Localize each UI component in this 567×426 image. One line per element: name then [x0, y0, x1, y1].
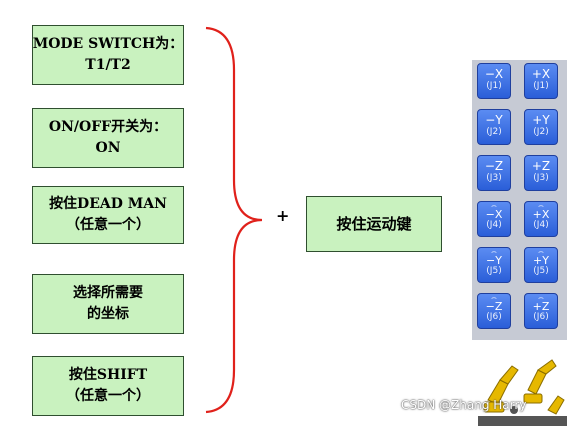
jog-key-axis: +Y — [533, 254, 549, 267]
step-line: 选择所需要 — [73, 285, 143, 301]
jog-key-axis: +Z — [531, 159, 551, 173]
step-box-on-off-switch: ON/OFF开关为： ON — [32, 108, 184, 168]
jog-key-axis: +X — [531, 67, 551, 81]
step-box-select-coordinate: 选择所需要 的坐标 — [32, 274, 184, 334]
jog-key-axis: +Y — [532, 113, 550, 127]
step-line: 按住SHIFT — [68, 367, 148, 383]
jog-key-joint: (J3) — [533, 173, 549, 183]
jog-key[interactable]: −Y(J2) — [477, 109, 511, 145]
jog-key[interactable]: ⌢+Z(J6) — [524, 293, 558, 329]
jog-key-axis: +Z — [532, 300, 550, 313]
jog-key[interactable]: +Y(J2) — [524, 109, 558, 145]
jog-key[interactable]: −Z(J3) — [477, 155, 511, 191]
action-label: 按住运动键 — [336, 214, 412, 233]
step-line: 按住DEAD MAN — [49, 196, 167, 212]
step-line: 的坐标 — [87, 306, 129, 322]
rotation-arc-icon: ⌢ — [491, 293, 497, 303]
jog-key[interactable]: ⌢−Z(J6) — [477, 293, 511, 329]
rotation-arc-icon: ⌢ — [538, 293, 544, 303]
step-box-shift: 按住SHIFT （任意一个） — [32, 356, 184, 416]
watermark-text: CSDN @Zhang Harry — [401, 398, 527, 412]
jog-key-axis: −X — [485, 208, 503, 221]
rotation-arc-icon: ⌢ — [538, 247, 544, 257]
step-line: （任意一个） — [66, 388, 150, 404]
jog-key-axis: −X — [484, 67, 504, 81]
jog-key[interactable]: ⌢−Y(J5) — [477, 247, 511, 283]
plus-sign: + — [276, 206, 290, 225]
jog-key-joint: (J6) — [533, 312, 549, 322]
jog-key[interactable]: −X(J1) — [477, 63, 511, 99]
jog-key[interactable]: ⌢+Y(J5) — [524, 247, 558, 283]
step-line: MODE SWITCH为： — [32, 36, 184, 52]
jog-key-axis: −Z — [485, 300, 503, 313]
rotation-arc-icon: ⌢ — [491, 247, 497, 257]
jog-key-axis: +X — [532, 208, 550, 221]
jog-key-axis: −Y — [485, 113, 503, 127]
jog-key-joint: (J6) — [486, 312, 502, 322]
jog-key-joint: (J4) — [533, 220, 549, 230]
robot-arms-illustration — [478, 359, 567, 426]
step-box-dead-man: 按住DEAD MAN （任意一个） — [32, 186, 184, 244]
jog-key-joint: (J3) — [486, 173, 502, 183]
rotation-arc-icon: ⌢ — [538, 201, 544, 211]
jog-key-joint: (J5) — [533, 266, 549, 276]
jog-key-joint: (J4) — [486, 220, 502, 230]
step-line: （任意一个） — [66, 217, 150, 233]
jog-key[interactable]: ⌢+X(J4) — [524, 201, 558, 237]
jog-key-axis: −Z — [484, 159, 504, 173]
jog-key[interactable]: +X(J1) — [524, 63, 558, 99]
jog-keypad: −X(J1)+X(J1)−Y(J2)+Y(J2)−Z(J3)+Z(J3)⌢−X(… — [472, 60, 567, 340]
jog-key-joint: (J1) — [486, 81, 502, 91]
step-line: ON — [95, 140, 121, 156]
jog-key-joint: (J1) — [533, 81, 549, 91]
red-curly-brace — [205, 26, 263, 414]
jog-key[interactable]: +Z(J3) — [524, 155, 558, 191]
jog-key-joint: (J5) — [486, 266, 502, 276]
action-box-jog-keys: 按住运动键 — [306, 196, 442, 252]
step-box-mode-switch: MODE SWITCH为： T1/T2 — [32, 25, 184, 85]
jog-key[interactable]: ⌢−X(J4) — [477, 201, 511, 237]
rotation-arc-icon: ⌢ — [491, 201, 497, 211]
step-line: T1/T2 — [85, 57, 131, 73]
step-line: ON/OFF开关为： — [48, 119, 168, 135]
jog-key-joint: (J2) — [533, 127, 549, 137]
jog-key-joint: (J2) — [486, 127, 502, 137]
jog-key-axis: −Y — [486, 254, 502, 267]
